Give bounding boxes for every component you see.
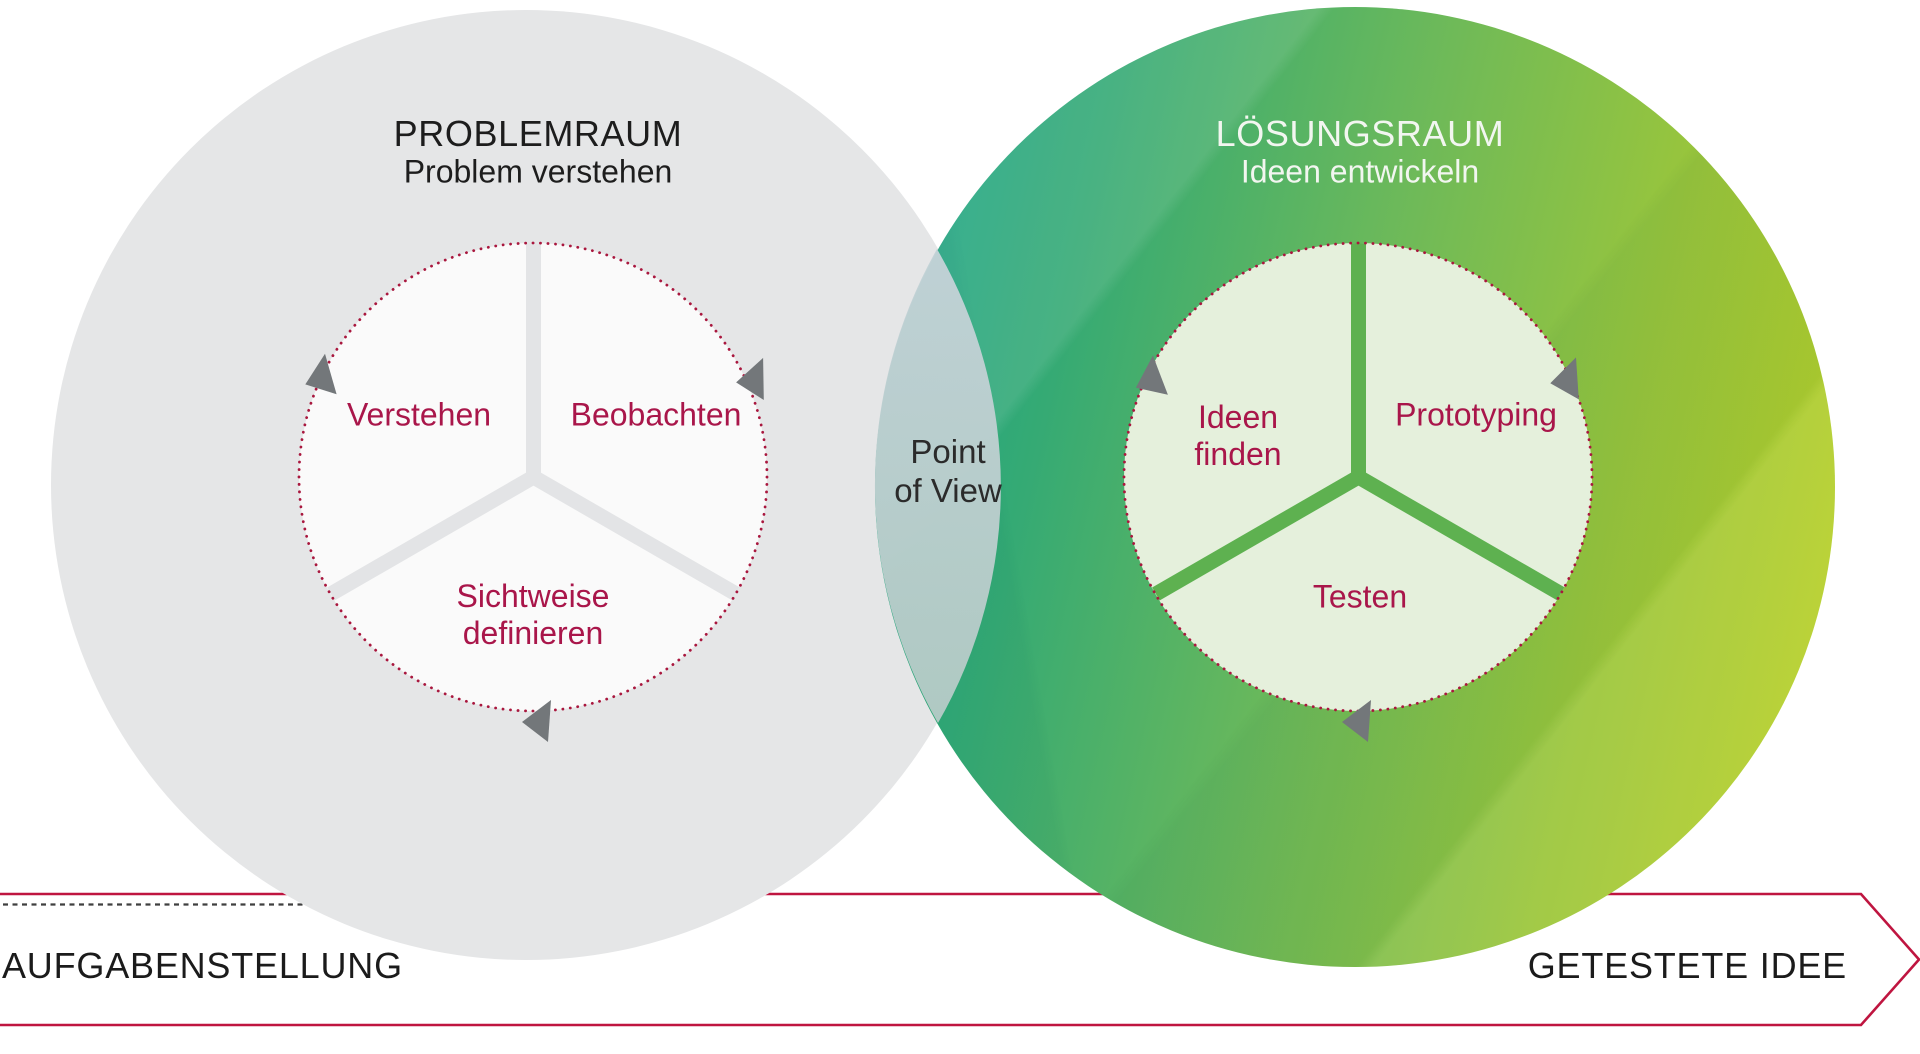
banner-right-label: GETESTETE IDEE xyxy=(1527,945,1847,986)
problem-space-subtitle: Problem verstehen xyxy=(403,153,673,190)
step-line: Ideen xyxy=(1197,399,1279,435)
solution-cycle-dotted-border xyxy=(1122,241,1594,713)
solution-space-circle xyxy=(875,7,1835,967)
step-line: Sichtweise xyxy=(456,578,610,614)
pov-line: of View xyxy=(894,472,1002,509)
solution-space-title: LÖSUNGSRAUM xyxy=(1215,113,1505,154)
divider-bar xyxy=(525,243,541,477)
step-line: finden xyxy=(1194,436,1282,472)
step-sichtweise-definieren: Sichtweise definieren xyxy=(457,578,610,652)
cycle-arrow-icon xyxy=(736,357,764,400)
problem-cycle-circle xyxy=(299,243,767,711)
cycle-arrow-icon xyxy=(1550,357,1579,400)
step-verstehen: Verstehen xyxy=(346,396,492,433)
divider-bar xyxy=(1350,243,1366,477)
cycle-arrow-icon xyxy=(1135,355,1168,395)
step-prototyping: Prototyping xyxy=(1395,396,1557,433)
step-testen: Testen xyxy=(1312,578,1408,615)
banner-left-label: AUFGABENSTELLUNG xyxy=(2,945,403,986)
pov-line: Point xyxy=(910,433,986,470)
lens-shape xyxy=(874,249,1001,723)
step-line: definieren xyxy=(462,615,604,651)
cycle-arrow-icon xyxy=(305,353,337,395)
step-beobachten: Beobachten xyxy=(570,396,742,433)
problem-cycle-dotted-border xyxy=(297,241,769,713)
step-ideen-finden: Ideen finden xyxy=(1194,399,1281,473)
solution-cycle-circle xyxy=(1124,243,1592,711)
cycle-arrow-icon xyxy=(1342,700,1371,742)
point-of-view-label: Point of View xyxy=(894,432,1002,510)
solution-space-subtitle: Ideen entwickeln xyxy=(1240,153,1480,190)
cycle-arrow-icon xyxy=(522,700,551,742)
problem-space-title: PROBLEMRAUM xyxy=(393,113,683,154)
